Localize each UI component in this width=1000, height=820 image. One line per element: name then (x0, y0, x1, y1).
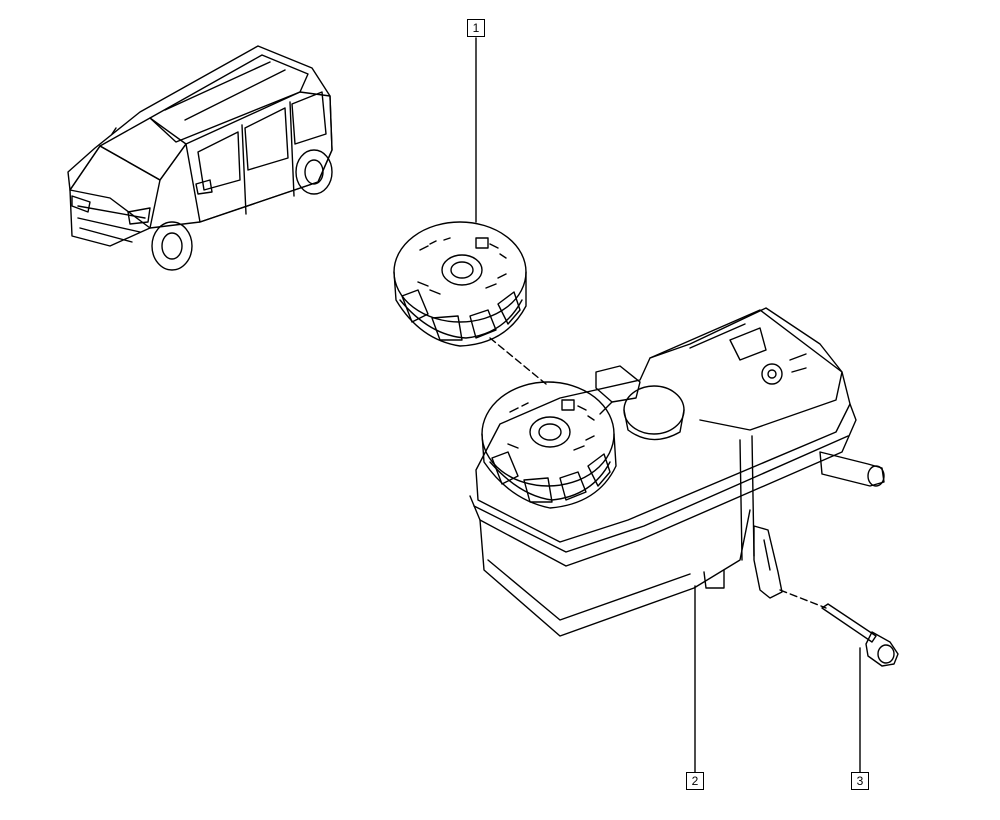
callout-label-2: 2 (686, 772, 704, 790)
assembly-line-cap (489, 337, 547, 385)
callout-label-3: 3 (851, 772, 869, 790)
assembly-line-bolt (779, 589, 827, 609)
callout-label-1: 1 (467, 19, 485, 37)
bolt-part (821, 603, 899, 667)
vehicle-illustration (67, 45, 333, 271)
reservoir-cap-part (393, 221, 527, 347)
expansion-reservoir-part (469, 307, 885, 637)
